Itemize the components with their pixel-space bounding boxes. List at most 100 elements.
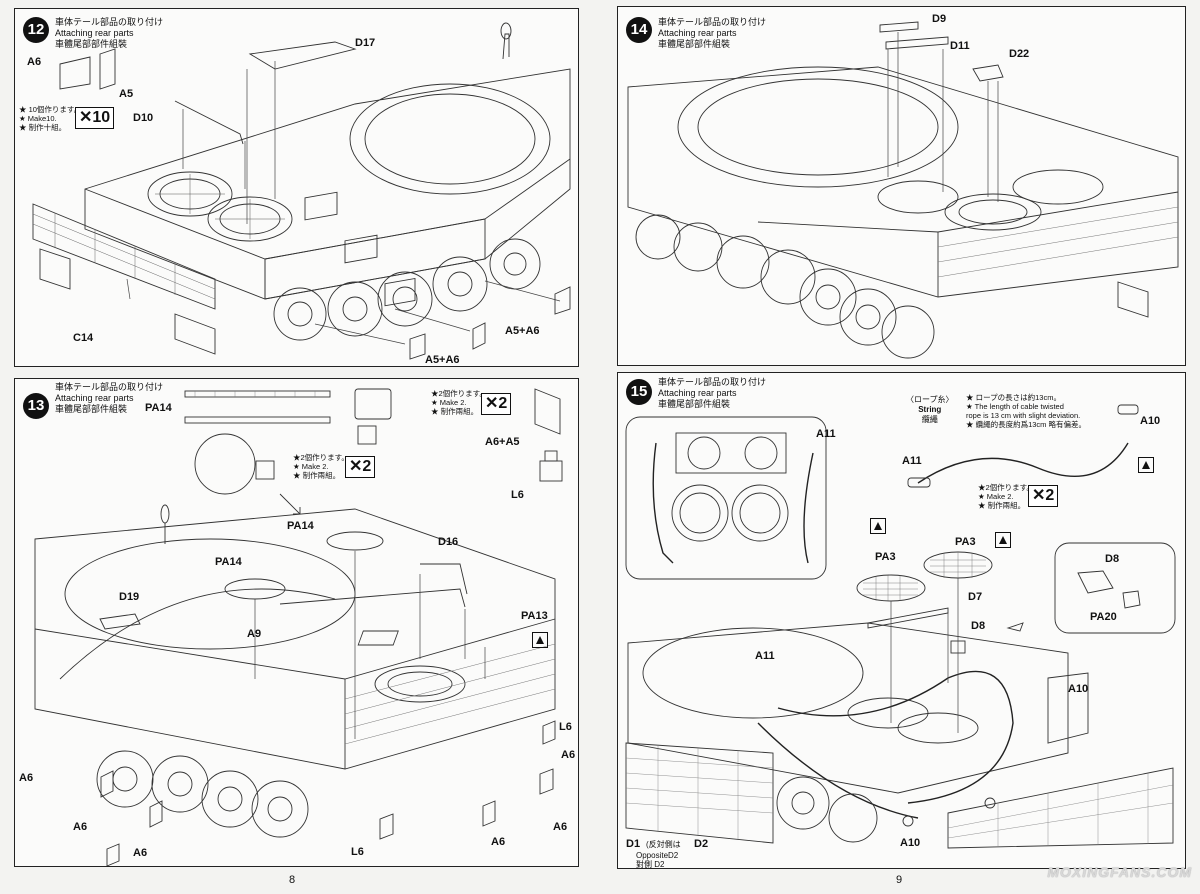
part-label-a6: A6 [491,836,506,848]
note-cn: ★ 制作兩組。 [293,471,341,480]
part-label-a11: A11 [755,650,775,662]
part-label-d9: D9 [932,13,947,25]
part-label-a11: A11 [902,455,922,467]
part-label-a5a6: A5+A6 [425,354,460,366]
make-note: ★2個作ります。 ★ Make 2. ★ 制作兩組。 [431,389,487,416]
part-label-a6a5: A6+A5 [485,436,520,448]
note-jp: ★2個作ります。 [293,453,349,462]
cement-icon [532,632,548,648]
watermark: MOXINGFANS.COM [1047,864,1192,880]
part-label-d11: D11 [950,40,970,52]
part-label-d8: D8 [971,620,986,632]
step-12-number: 12 [23,17,49,43]
multiplier-badge: ✕2 [1028,485,1059,507]
step-13-panel: 13 車体テール部品の取り付け Attaching rear parts 車體尾… [14,378,579,867]
note-en: String [918,405,942,414]
step-14-title: 車体テール部品の取り付け Attaching rear parts 車體尾部部件… [658,17,766,50]
step-15-illustration [625,404,1176,849]
part-label-l6: L6 [511,489,524,501]
title-jp: 車体テール部品の取り付け [658,17,767,27]
part-label-a11: A11 [816,428,836,440]
title-en: Attaching rear parts [55,28,134,38]
note-cn: ★ 制作十組。 [19,123,67,132]
cement-icon [870,518,886,534]
multiplier-badge: ✕2 [481,393,512,415]
multiplier-badge: ✕2 [345,456,376,478]
part-label-d17: D17 [355,37,376,49]
part-label-a10: A10 [1068,683,1089,695]
title-cn: 車體尾部部件組裝 [658,399,731,409]
step-14-panel: 14 車体テール部品の取り付け Attaching rear parts 車體尾… [617,6,1186,366]
cement-icon [995,532,1011,548]
part-label-pa14: PA14 [145,402,172,414]
part-label-d19: D19 [119,591,140,603]
part-label-a10: A10 [1140,415,1161,427]
title-jp: 車体テール部品の取り付け [658,377,767,387]
step-15-panel: 15 車体テール部品の取り付け Attaching rear parts 車體尾… [617,372,1186,869]
title-cn: 車體尾部部件組裝 [658,39,731,49]
title-jp: 車体テール部品の取り付け [55,382,164,392]
title-cn: 車體尾部部件組裝 [55,404,128,414]
page-number-right: 9 [896,874,903,886]
part-label-a6: A6 [561,749,576,761]
step-13-number: 13 [23,393,49,419]
page-number-left: 8 [289,874,296,886]
note-cn: ★ 制作兩組。 [431,407,479,416]
part-label-pa14: PA14 [215,556,242,568]
rope-length-note: ★ ロープの長さは約13cm。 ★ The length of cable tw… [966,393,1086,429]
note-cn: 纜繩 [921,415,938,424]
part-label-l6: L6 [351,846,364,858]
part-label-a6: A6 [553,821,568,833]
part-label-a6: A6 [27,56,42,68]
step-15-number: 15 [626,379,652,405]
make-note: ★ 10個作ります。 ★ Make10. ★ 制作十組。 [19,105,81,132]
title-en: Attaching rear parts [658,388,737,398]
part-label-a5: A5 [119,88,134,100]
make-note: ★2個作ります。 ★ Make 2. ★ 制作兩組。 [293,453,349,480]
part-label-a5a6: A5+A6 [505,325,540,337]
part-label-d22: D22 [1009,48,1030,60]
note-en: ★ Make 2. [978,492,1014,501]
d1-note-en: OppositeD2 [636,851,679,860]
step-13-title: 車体テール部品の取り付け Attaching rear parts 車體尾部部件… [55,382,163,415]
d1-note-cn: 對側 D2 [636,860,665,869]
part-label-d2: D2 [694,838,709,850]
part-label-a6: A6 [73,821,88,833]
cement-icon [1138,457,1154,473]
note-en: ★ Make10. [19,114,57,123]
part-label-pa3: PA3 [875,551,896,563]
note-cn: ★ 纜繩的長度約爲13cm 略有偏差。 [966,420,1087,429]
part-label-pa3: PA3 [955,536,976,548]
note-en: ★ Make 2. [293,462,329,471]
d1-note-jp: (反対側は [646,840,681,849]
step-14-number: 14 [626,17,652,43]
note-en: ★ Make 2. [431,398,467,407]
note-jp: ★2個作ります。 [978,483,1034,492]
make-note: ★2個作ります。 ★ Make 2. ★ 制作兩組。 [978,483,1034,510]
step-14-illustration [627,21,1179,359]
title-cn: 車體尾部部件組裝 [55,39,128,49]
step-12-panel: 12 車体テール部品の取り付け Attaching rear parts 車體尾… [14,8,579,367]
note-cn: ★ 制作兩組。 [978,501,1026,510]
step-12-title: 車体テール部品の取り付け Attaching rear parts 車體尾部部件… [55,17,163,50]
string-note: 〈ロープ糸〉 String 纜繩 [906,395,954,425]
title-en: Attaching rear parts [55,393,134,403]
note-en: rope is 13 cm with slight deviation. [966,411,1081,420]
part-label-d1: D1 [626,838,641,850]
part-label-d7: D7 [968,591,983,603]
part-label-d10: D10 [133,112,154,124]
note-en: ★ The length of cable twisted [966,402,1064,411]
step-12-illustration [32,22,571,360]
multiplier-badge: ✕10 [75,107,115,129]
step-13-illustration [34,388,563,866]
part-label-a6: A6 [19,772,34,784]
note-jp: ★2個作ります。 [431,389,487,398]
part-label-a10: A10 [900,837,921,849]
part-label-d8: D8 [1105,553,1120,565]
note-jp: ★ ロープの長さは約13cm。 [966,393,1061,402]
title-en: Attaching rear parts [658,28,737,38]
note-jp: ★ 10個作ります。 [19,105,82,114]
part-label-d16: D16 [438,536,459,548]
step-15-title: 車体テール部品の取り付け Attaching rear parts 車體尾部部件… [658,377,766,410]
part-label-pa20: PA20 [1090,611,1117,623]
